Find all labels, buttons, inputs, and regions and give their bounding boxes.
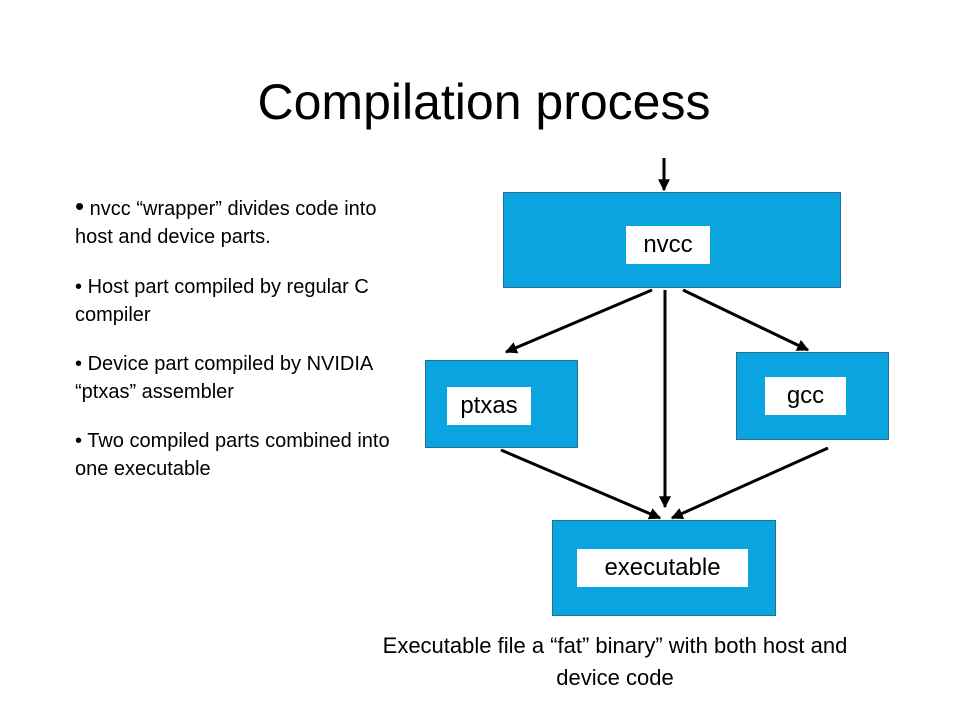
nvcc-box xyxy=(503,192,841,288)
bullet-item: • Host part compiled by regular C compil… xyxy=(75,273,395,329)
nvcc-to-gcc-arrow xyxy=(682,288,810,352)
bullet-marker: • xyxy=(75,276,83,298)
bullet-text: Host part compiled by regular C compiler xyxy=(75,276,369,326)
bullet-text: nvcc “wrapper” divides code into host an… xyxy=(75,198,377,248)
bullet-text: Device part compiled by NVIDIA “ptxas” a… xyxy=(75,353,373,403)
bullet-marker: • xyxy=(75,191,85,221)
ptxas-label: ptxas xyxy=(447,387,531,425)
gcc-box xyxy=(736,352,889,440)
bullet-item: • nvcc “wrapper” divides code into host … xyxy=(75,192,395,251)
bullet-item: • Two compiled parts combined into one e… xyxy=(75,427,395,483)
bullet-marker: • xyxy=(75,430,83,452)
ptxas-to-executable-arrow xyxy=(500,448,662,520)
gcc-label: gcc xyxy=(765,377,846,415)
diagram-caption: Executable file a “fat” binary” with bot… xyxy=(382,633,848,690)
bullet-list: • nvcc “wrapper” divides code into host … xyxy=(75,192,395,504)
nvcc-to-ptxas-arrow xyxy=(504,288,653,354)
nvcc-label: nvcc xyxy=(626,226,710,264)
bullet-item: • Device part compiled by NVIDIA “ptxas”… xyxy=(75,350,395,406)
bullet-marker: • xyxy=(75,353,83,375)
slide-title: Compilation process xyxy=(257,74,711,130)
executable-label: executable xyxy=(577,549,748,587)
gcc-to-executable-arrow xyxy=(670,446,829,520)
bullet-text: Two compiled parts combined into one exe… xyxy=(75,430,390,480)
